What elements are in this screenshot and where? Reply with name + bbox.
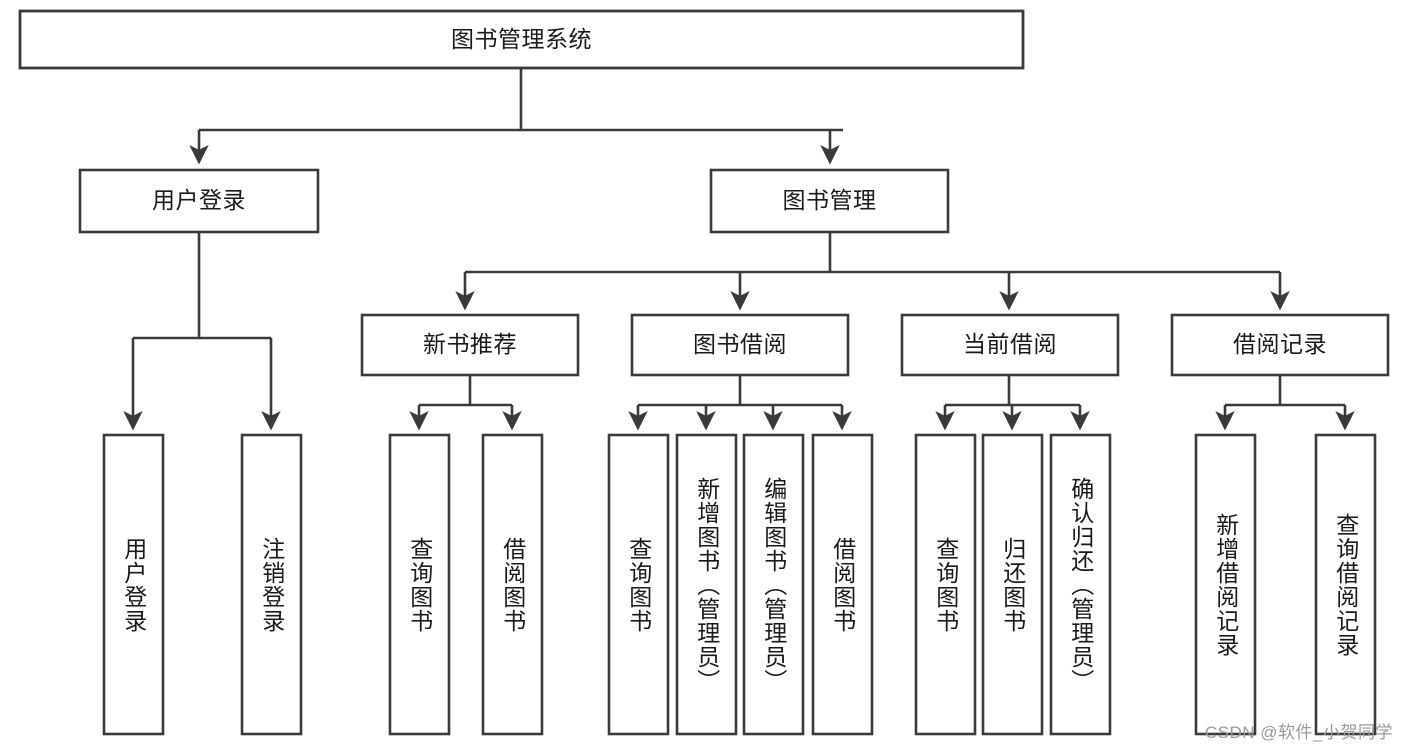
node-box-leaf-logout[interactable] bbox=[240, 433, 303, 736]
node-box-book-borrow[interactable] bbox=[630, 313, 850, 377]
node-box-root[interactable] bbox=[18, 9, 1025, 70]
connector-borrowrecord-to-leaves bbox=[1215, 375, 1355, 431]
node-box-leaf-query-record[interactable] bbox=[1314, 433, 1377, 736]
node-box-leaf-query-book-3[interactable] bbox=[914, 433, 977, 736]
connector-newbook-to-leaves bbox=[409, 375, 522, 431]
node-box-leaf-return-book[interactable] bbox=[981, 433, 1044, 736]
node-box-leaf-borrow-book-2[interactable] bbox=[811, 433, 874, 736]
connector-currentborrow-to-leaves bbox=[935, 375, 1090, 431]
node-box-leaf-add-book[interactable] bbox=[675, 433, 738, 736]
node-box-new-book-recommend[interactable] bbox=[360, 313, 580, 377]
node-box-leaf-confirm-return[interactable] bbox=[1049, 433, 1112, 736]
node-box-current-borrow[interactable] bbox=[900, 313, 1120, 377]
connector-bookborrow-to-leaves bbox=[628, 375, 852, 431]
connector-root-to-level2 bbox=[189, 68, 843, 165]
node-box-user-login[interactable] bbox=[78, 168, 320, 234]
node-box-leaf-query-book-2[interactable] bbox=[607, 433, 670, 736]
connector-bookmgmt-to-level3 bbox=[455, 232, 1290, 311]
node-box-borrow-record[interactable] bbox=[1170, 313, 1390, 377]
connector-userlogin-to-leaves bbox=[123, 232, 281, 431]
node-box-leaf-borrow-book-1[interactable] bbox=[481, 433, 544, 736]
node-box-book-management[interactable] bbox=[709, 168, 950, 234]
node-box-leaf-user-login[interactable] bbox=[102, 433, 165, 736]
node-box-leaf-add-record[interactable] bbox=[1194, 433, 1257, 736]
node-box-leaf-edit-book[interactable] bbox=[742, 433, 805, 736]
node-box-leaf-query-book-1[interactable] bbox=[388, 433, 451, 736]
